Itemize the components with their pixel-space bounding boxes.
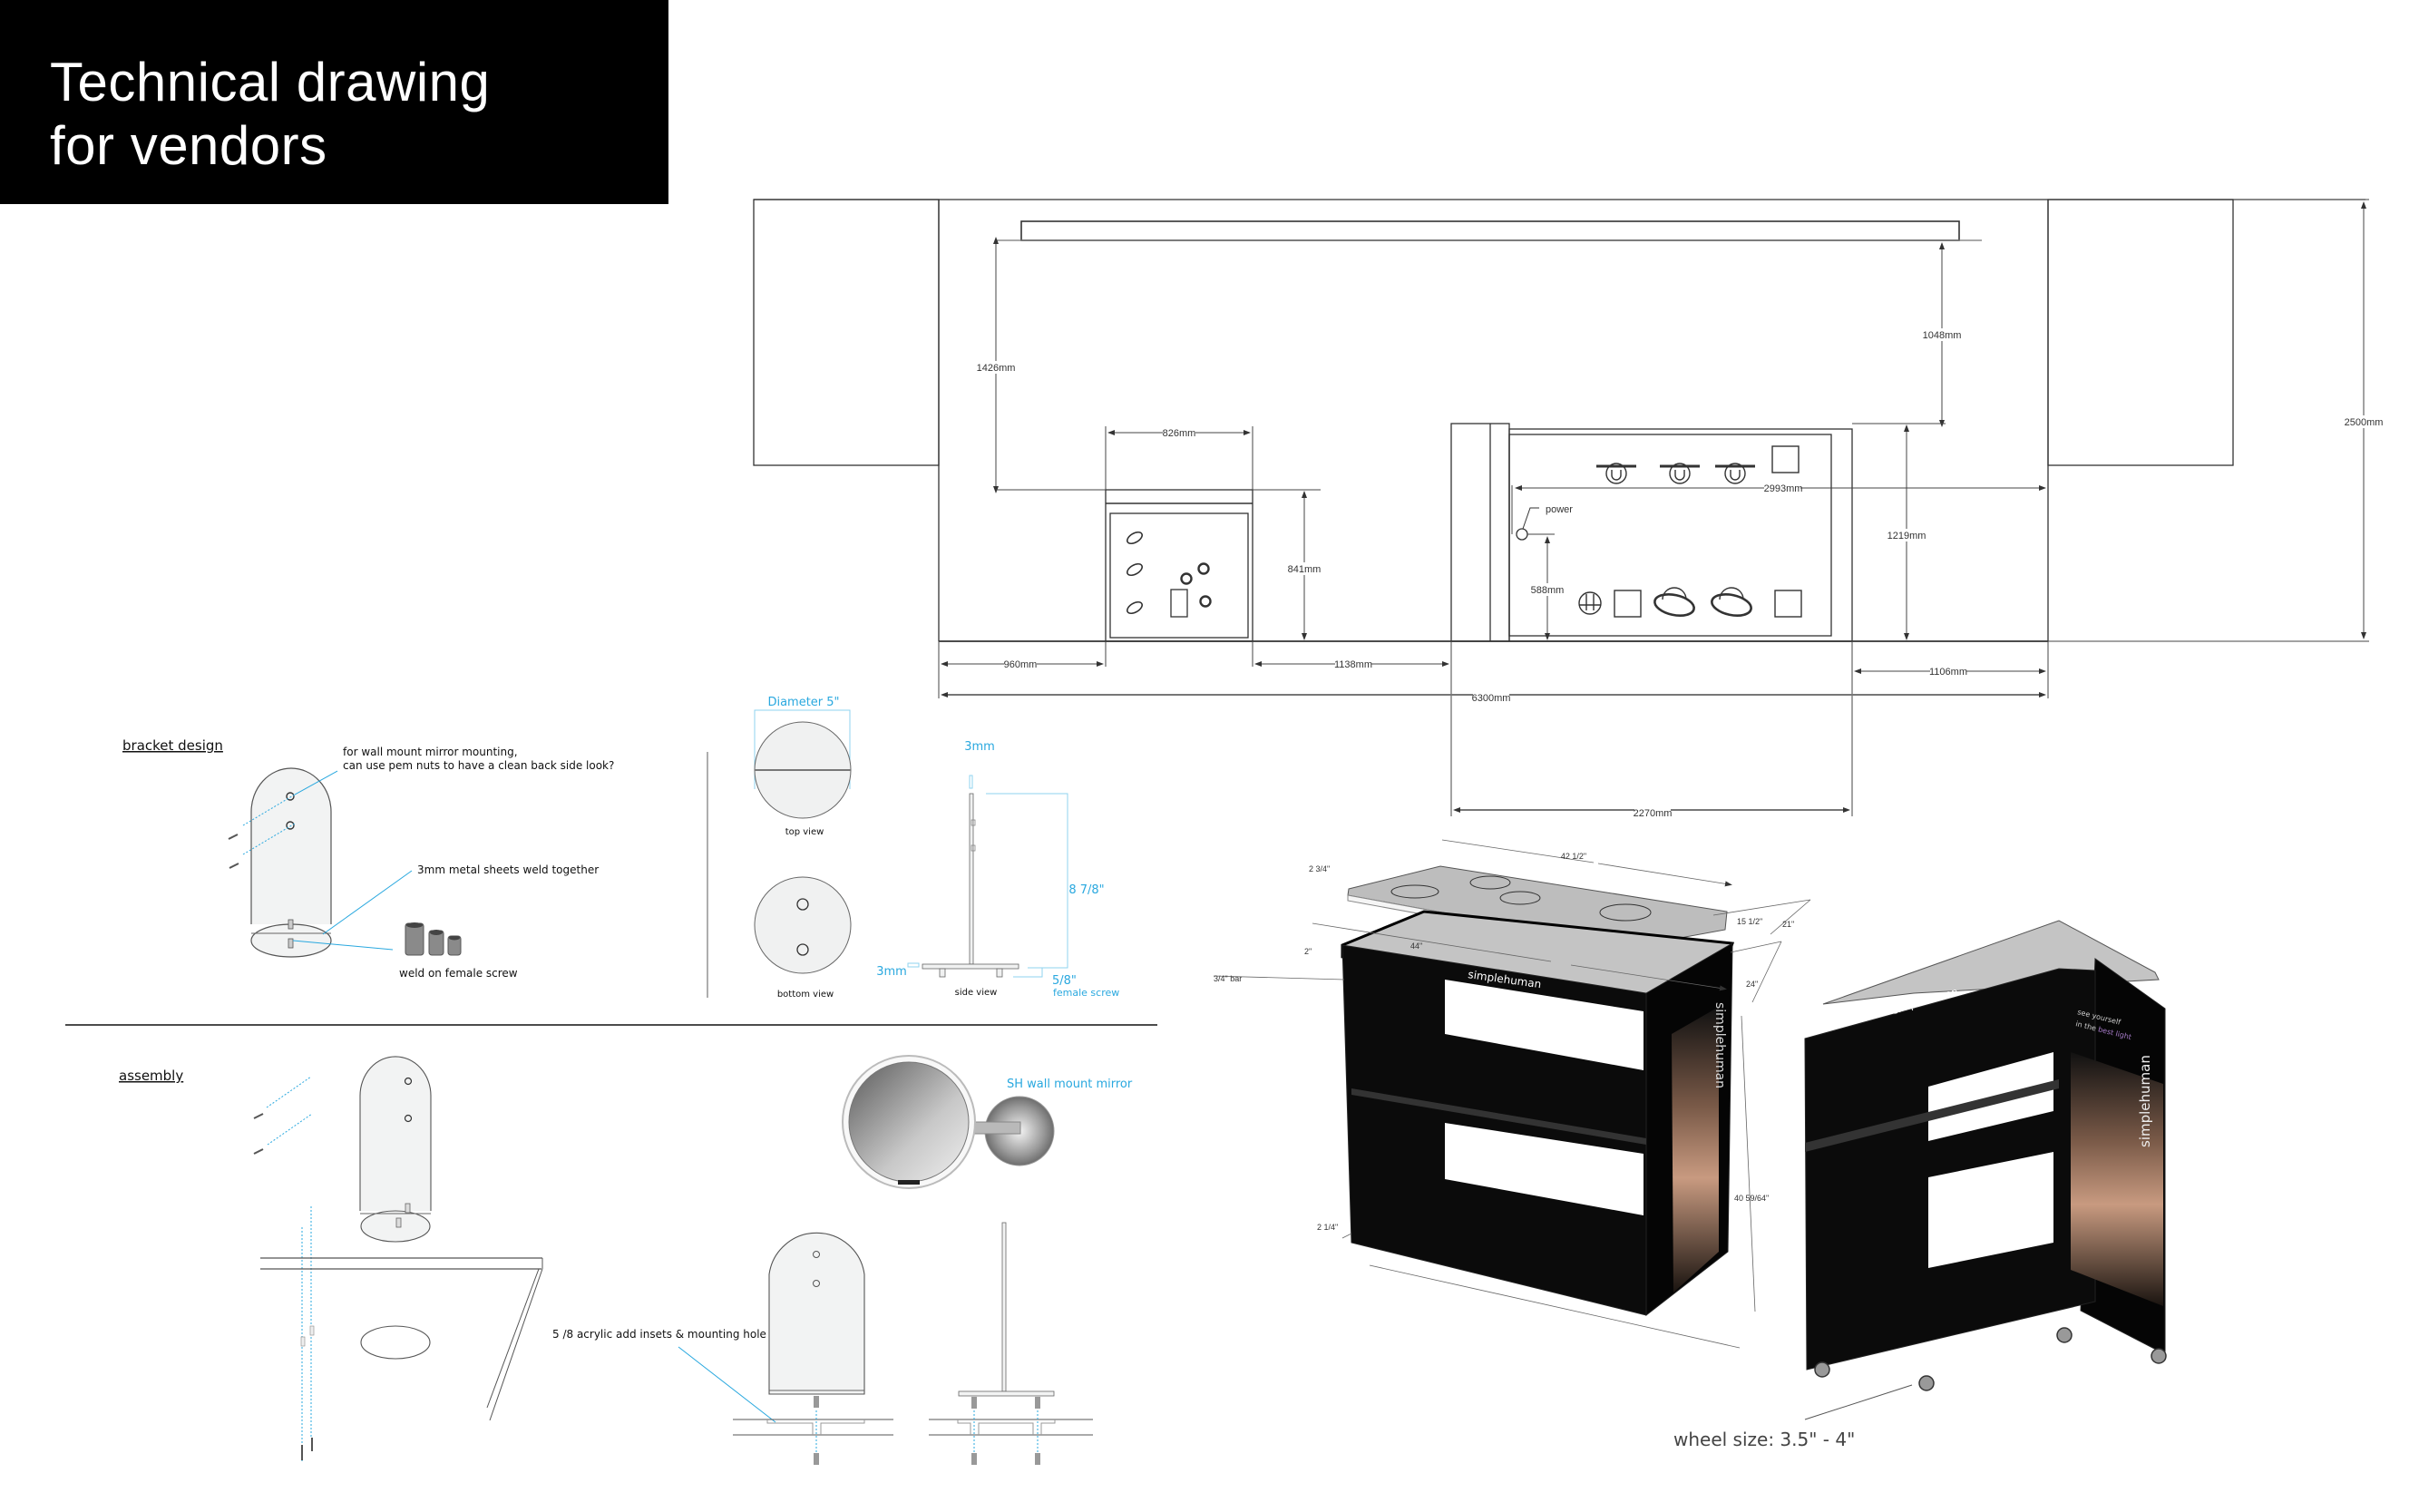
bracket-hole: [286, 821, 295, 830]
dim-top-depth-inner: 15 1/2": [1737, 917, 1762, 926]
wheel-size-note: wheel size: 3.5" - 4": [1673, 1429, 1855, 1450]
dim-power-height: 588mm: [1531, 585, 1565, 596]
power-label: power: [1546, 504, 1573, 515]
thickness-top-label: 3mm: [964, 740, 995, 754]
elevation-dimensions: [938, 199, 2369, 816]
brand-logo-side: simplehuman: [1712, 1002, 1727, 1088]
right-cabinet-panel: [1508, 434, 1832, 637]
screw-label: female screw: [1053, 987, 1119, 999]
dim-body-depth: 24": [1746, 980, 1758, 989]
acrylic-note: 5 /8 acrylic add insets & mounting hole: [552, 1328, 766, 1341]
screw-length-label: 5/8": [1052, 974, 1077, 988]
title-banner: Technical drawing for vendors: [0, 0, 668, 204]
brand-logo-side: simplehuman: [2137, 1055, 2153, 1147]
wheel-icon: [1814, 1327, 2167, 1391]
side-view-plate: [969, 793, 974, 965]
screw-icon: [253, 1113, 313, 1460]
bracket-views: Diameter 5" top view bottom view 3mm 8 7…: [754, 696, 1119, 1000]
screw-icon: [228, 834, 239, 869]
dim-right-offset: 1106mm: [1929, 667, 1967, 678]
dim-right-cabinet-height: 1219mm: [1887, 531, 1926, 541]
dim-left-cabinet-width: 826mm: [1163, 428, 1196, 439]
cabinet-3d-right: simplehuman simplehuman see yourself in …: [1804, 920, 2167, 1420]
side-view-label: side view: [955, 988, 998, 998]
dim-gap-between: 1138mm: [1334, 659, 1372, 670]
bracket-hole: [286, 792, 295, 801]
elevation-dimension-labels: 1426mm 826mm 841mm 1048mm 1219mm 2500mm …: [977, 328, 2384, 819]
bottom-view-disc: [754, 876, 852, 974]
dim-left-cabinet-height: 841mm: [1288, 564, 1322, 575]
front-view-bracket: [768, 1232, 865, 1395]
side-view-bracket: [1001, 1222, 1007, 1392]
cabinet-3d-left: simplehuman simplehuman: [1341, 865, 1735, 1317]
dim-total-height: 2500mm: [2345, 417, 2384, 428]
cabinet-3d-dimension-labels: 42 1/2" 2 3/4" 15 1/2" 21" 44" 2" 3/4" b…: [1214, 852, 1794, 1232]
assembly-heading: assembly: [119, 1068, 183, 1084]
dim-body-height: 40 59/64": [1734, 1194, 1769, 1203]
bracket-design-heading: bracket design: [122, 737, 223, 754]
assembly-bracket-plate: [359, 1056, 432, 1211]
right-cabinet-post: [1450, 423, 1510, 642]
power-leader: [1522, 507, 1539, 530]
left-cabinet-box: [1170, 589, 1188, 618]
dim-left-offset: 960mm: [1004, 659, 1038, 670]
mirror-label: SH wall mount mirror: [1007, 1078, 1133, 1091]
left-cabinet-panel: [1109, 512, 1249, 639]
diameter-label: Diameter 5": [767, 696, 839, 709]
top-view-label: top view: [785, 827, 824, 837]
dim-inner-span: 2993mm: [1764, 483, 1803, 494]
assembly-section: assembly: [119, 1055, 1133, 1465]
dim-right-cabinet-width: 2270mm: [1634, 808, 1673, 819]
dim-band-height: 2": [1304, 947, 1312, 956]
note-mounting-line2: can use pem nuts to have a clean back si…: [343, 759, 614, 772]
dim-total-width: 6300mm: [1472, 693, 1511, 704]
left-cabinet-products: [1127, 531, 1212, 615]
note-weld: 3mm metal sheets weld together: [417, 863, 599, 876]
bracket-design-section: bracket design for wall mount mirror mou…: [122, 737, 614, 980]
female-screw-icon: [405, 922, 462, 956]
cabinet-side-photo: [2071, 1052, 2163, 1306]
wall-elevation: [753, 199, 2365, 642]
dim-top-width: 42 1/2": [1561, 852, 1586, 861]
left-upper-panel: [753, 199, 940, 466]
dim-upper-left-height: 1426mm: [977, 363, 1016, 374]
dim-top-thickness: 2 3/4": [1309, 864, 1330, 873]
dim-right-upper-height: 1048mm: [1923, 330, 1962, 341]
wall-mount-mirror-image: [842, 1055, 1055, 1189]
cabinet-3d-dimensions: [1213, 839, 1811, 1349]
right-cabinet-products: [1578, 445, 1802, 618]
note-mounting-line1: for wall mount mirror mounting,: [343, 746, 518, 758]
height-label: 8 7/8": [1068, 883, 1104, 897]
power-outlet: [1516, 528, 1528, 541]
side-view-base: [922, 963, 1019, 970]
bracket-plate: [250, 767, 332, 924]
right-upper-panel: [2047, 199, 2234, 466]
cabinet-side-photo: [1672, 1007, 1719, 1293]
dim-body-width: 44": [1410, 941, 1422, 951]
header-bar: [1020, 220, 1960, 241]
acrylic-disc: [360, 1325, 431, 1360]
dim-top-depth-outer: 21": [1782, 920, 1794, 929]
left-cabinet: [1105, 489, 1253, 642]
note-female-screw: weld on female screw: [399, 967, 518, 980]
bottom-view-label: bottom view: [777, 990, 834, 1000]
dim-bar-label: 3/4" bar: [1214, 974, 1242, 983]
page-title: Technical drawing for vendors: [50, 52, 491, 176]
dim-base-height: 2 1/4": [1317, 1223, 1338, 1232]
thickness-base-label: 3mm: [876, 965, 907, 979]
